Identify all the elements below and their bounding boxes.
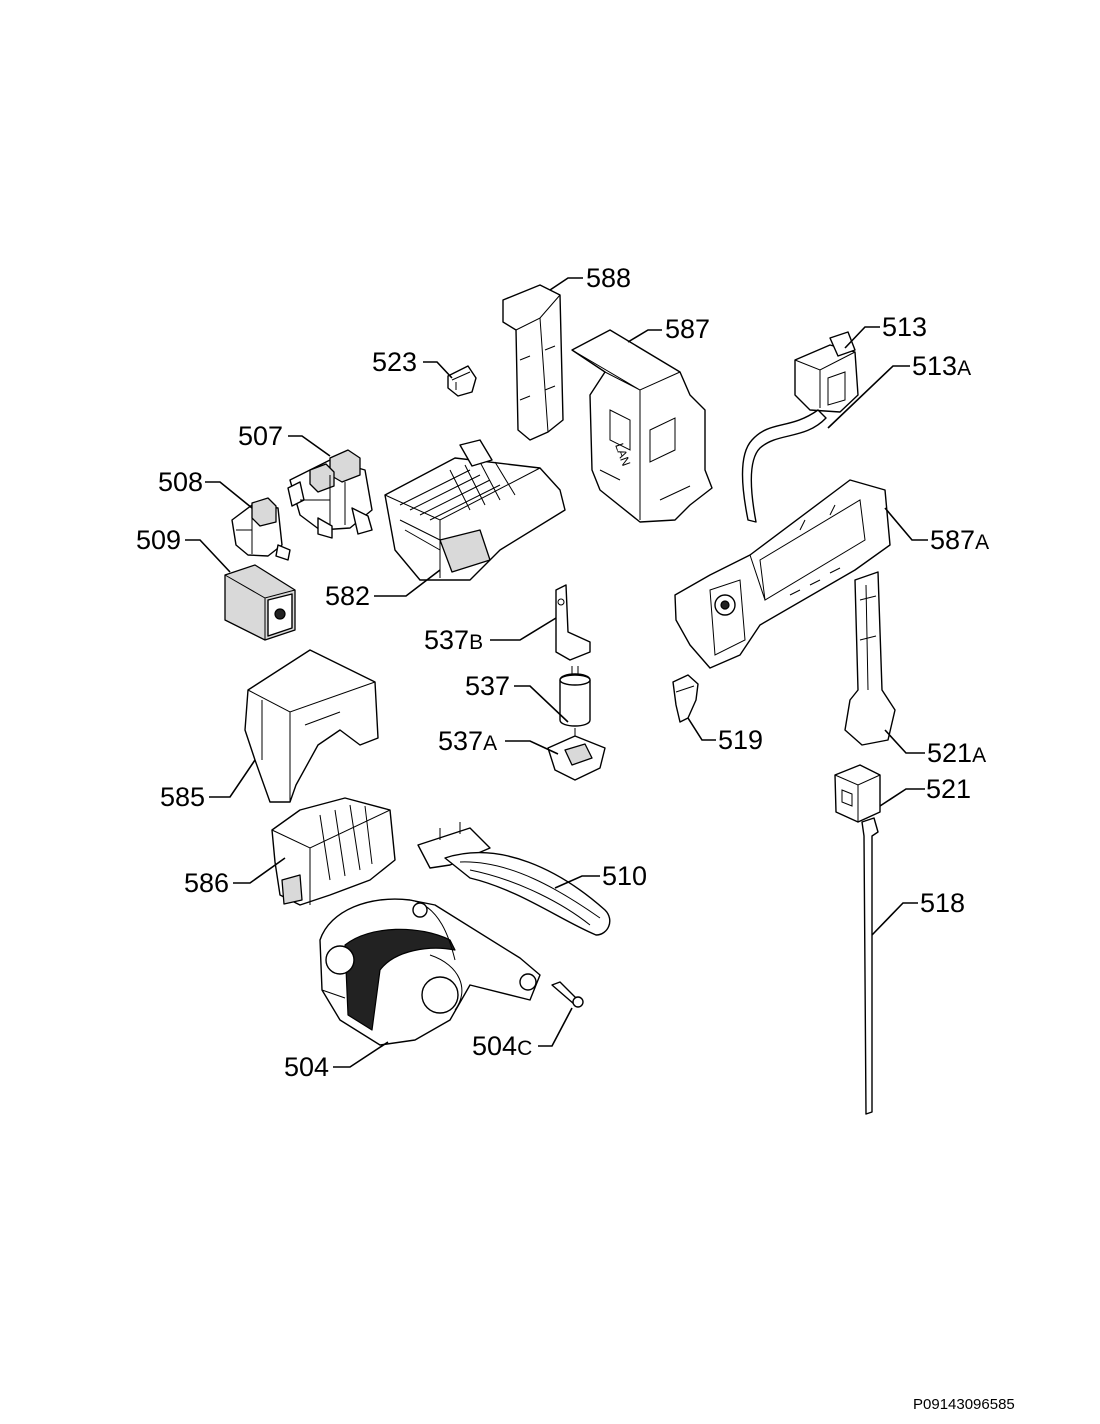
leader-587a bbox=[884, 507, 928, 541]
part-labels: 588 587 513 513A 523 507 508 509 582 587… bbox=[136, 263, 989, 1082]
leader-587 bbox=[627, 329, 662, 343]
label-585: 585 bbox=[160, 782, 205, 812]
label-537: 537 bbox=[465, 671, 510, 701]
label-513a: 513A bbox=[912, 351, 971, 381]
part-588-bracket bbox=[502, 284, 564, 441]
part-510-heater bbox=[417, 822, 611, 936]
label-504c: 504C bbox=[472, 1031, 532, 1061]
leader-518 bbox=[871, 902, 918, 936]
part-519-sensor bbox=[672, 674, 699, 723]
label-588: 588 bbox=[586, 263, 631, 293]
leader-509 bbox=[185, 539, 231, 573]
leader-585 bbox=[209, 759, 256, 798]
part-521a-lock-rod bbox=[844, 571, 896, 746]
label-508: 508 bbox=[158, 467, 203, 497]
part-513a-hose bbox=[741, 409, 827, 523]
part-537b-bracket bbox=[555, 584, 591, 661]
part-537-capacitor bbox=[559, 666, 591, 738]
label-537b: 537B bbox=[424, 625, 483, 655]
part-504-motor bbox=[319, 898, 541, 1046]
part-504c-screw bbox=[551, 981, 584, 1008]
label-519: 519 bbox=[718, 725, 763, 755]
leader-588 bbox=[549, 277, 583, 291]
part-587a-control-board bbox=[674, 479, 891, 669]
leader-507 bbox=[288, 435, 331, 457]
label-523: 523 bbox=[372, 347, 417, 377]
label-504: 504 bbox=[284, 1052, 329, 1082]
leader-582 bbox=[374, 569, 441, 597]
leader-519 bbox=[687, 717, 716, 741]
leader-521a bbox=[884, 729, 925, 754]
part-582-drawer bbox=[384, 439, 566, 581]
leader-521 bbox=[879, 788, 925, 807]
leader-586 bbox=[233, 857, 286, 884]
leader-537 bbox=[514, 685, 569, 723]
part-507-inlet-valve bbox=[287, 449, 373, 539]
label-507: 507 bbox=[238, 421, 283, 451]
part-509-block bbox=[224, 564, 296, 641]
leader-537a bbox=[505, 740, 559, 755]
label-510: 510 bbox=[602, 861, 647, 891]
label-509: 509 bbox=[136, 525, 181, 555]
drawing-code: P09143096585 bbox=[913, 1396, 1015, 1413]
label-582: 582 bbox=[325, 581, 370, 611]
part-523-clip bbox=[447, 365, 477, 397]
leader-523 bbox=[423, 361, 453, 379]
part-587-housing: LAN bbox=[571, 329, 713, 523]
leader-504c bbox=[538, 1007, 573, 1047]
part-585-cover bbox=[244, 649, 379, 803]
label-586: 586 bbox=[184, 868, 229, 898]
label-521: 521 bbox=[926, 774, 971, 804]
leader-504 bbox=[333, 1041, 389, 1068]
part-508-valve bbox=[231, 497, 291, 561]
label-513: 513 bbox=[882, 312, 927, 342]
leader-513a bbox=[827, 365, 910, 429]
label-537a: 537A bbox=[438, 726, 497, 756]
leader-508 bbox=[205, 481, 253, 509]
label-587a: 587A bbox=[930, 525, 989, 555]
label-521a: 521A bbox=[927, 738, 986, 768]
label-518: 518 bbox=[920, 888, 965, 918]
label-587: 587 bbox=[665, 314, 710, 344]
leader-513 bbox=[844, 326, 880, 349]
leader-510 bbox=[554, 875, 600, 889]
part-586-motor-control bbox=[271, 797, 396, 906]
part-518-rod bbox=[861, 817, 879, 1115]
leader-lines bbox=[185, 277, 928, 1068]
part-537a-clamp bbox=[547, 735, 606, 781]
leader-537b bbox=[490, 617, 557, 641]
part-521-door-lock bbox=[834, 764, 881, 823]
part-513-pressure-switch bbox=[794, 331, 859, 413]
